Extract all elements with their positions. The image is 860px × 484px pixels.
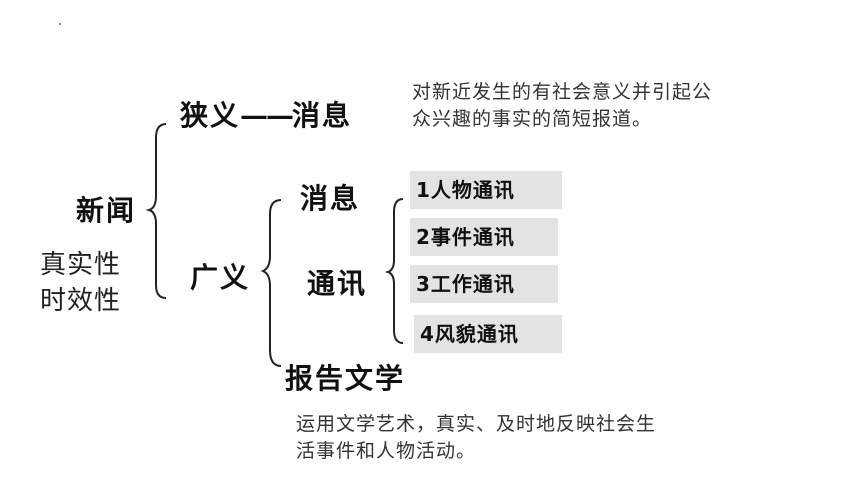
narrow-definition-line1: 对新近发生的有社会意义并引起公 <box>412 81 713 103</box>
tongxun-type-renwu: 1人物通讯 <box>410 171 562 209</box>
narrow-dash: —— <box>240 99 294 132</box>
property-authenticity: 真实性 <box>40 250 122 280</box>
property-timeliness: 时效性 <box>40 286 122 316</box>
narrow-row: 狭义——消息 <box>180 94 352 134</box>
decorative-dot <box>59 23 61 25</box>
broad-label: 广义 <box>190 261 251 294</box>
report-definition-line1: 运用文学艺术，真实、及时地反映社会生 <box>296 413 657 435</box>
broad-item-baogao-wenxue: 报告文学 <box>285 362 406 395</box>
narrow-definition: 对新近发生的有社会意义并引起公 众兴趣的事实的简短报道。 <box>412 79 712 133</box>
tongxun-type-shijian: 2事件通讯 <box>410 218 558 256</box>
brace-tongxun <box>384 198 404 344</box>
report-definition-line2: 活事件和人物活动。 <box>296 440 477 462</box>
brace-main <box>145 123 167 299</box>
broad-item-tongxun: 通讯 <box>307 267 368 300</box>
report-definition: 运用文学艺术，真实、及时地反映社会生 活事件和人物活动。 <box>296 411 656 465</box>
tongxun-type-fengmao: 4风貌通讯 <box>414 315 562 353</box>
root-label: 新闻 <box>76 194 137 227</box>
brace-broad <box>260 199 282 367</box>
broad-item-xiaoxi: 消息 <box>300 182 361 215</box>
narrow-label: 狭义 <box>180 99 241 132</box>
narrow-target: 消息 <box>292 99 353 132</box>
narrow-definition-line2: 众兴趣的事实的简短报道。 <box>412 108 653 130</box>
tongxun-type-gongzuo: 3工作通讯 <box>410 265 558 303</box>
